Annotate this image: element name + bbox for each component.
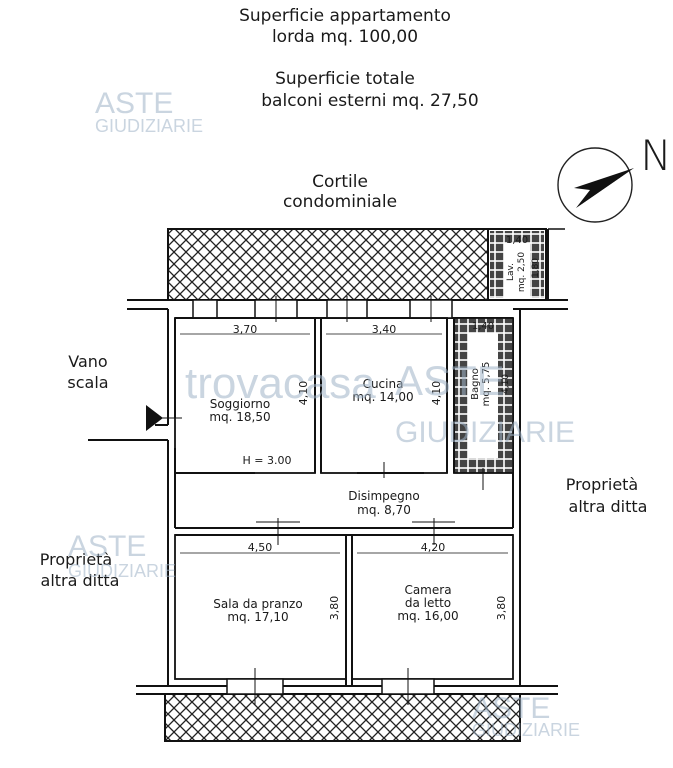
watermarks: ASTE GIUDIZIARIE ASTE GIUDIZIARIE trovac… <box>68 87 580 740</box>
room-bagno: 1,40 Bagno mq. 5,75 4,10 <box>453 317 514 490</box>
room-camera-da-letto: 4,20 3,80 Camera da letto mq. 16,00 <box>345 518 514 686</box>
sala-height: 3,80 <box>328 596 341 621</box>
compass-ring <box>557 147 633 223</box>
camera-height: 3,80 <box>495 596 508 621</box>
room-cucina: 3,40 4,10 Cucina mq. 14,00 <box>314 317 448 478</box>
courtyard-label-2: condominiale <box>283 192 397 212</box>
cucina-area: mq. 14,00 <box>352 390 413 404</box>
property-left-label-1: Proprietà <box>40 550 112 569</box>
laundry-width: 1,40 <box>506 235 528 246</box>
laundry-area: mq. 2,50 <box>517 252 527 293</box>
soggiorno-width: 3,70 <box>233 323 258 336</box>
camera-name-1: Camera <box>404 583 451 597</box>
camera-name-2: da letto <box>405 596 451 610</box>
property-right-label-1: Proprietà <box>566 475 638 494</box>
laundry-room: Lav. mq. 2,50 1,40 1,80 <box>487 228 547 301</box>
disimpegno-name: Disimpegno <box>348 489 419 503</box>
laundry-height: 1,80 <box>531 258 541 278</box>
bagno-height: 4,10 <box>501 374 511 394</box>
north-compass: N <box>557 131 672 223</box>
top-balcony <box>167 228 489 301</box>
stair-label-2: scala <box>67 373 108 392</box>
stair-label-1: Vano <box>68 352 107 371</box>
room-sala-da-pranzo: 4,50 3,80 Sala da pranzo mq. 17,10 <box>174 518 347 680</box>
bagno-area: mq. 5,75 <box>481 362 492 407</box>
property-left-label-2: altra ditta <box>41 571 120 590</box>
camera-area: mq. 16,00 <box>397 609 458 623</box>
soggiorno-area: mq. 18,50 <box>209 410 270 424</box>
watermark-giudiziarie-1: GIUDIZIARIE <box>95 116 203 136</box>
laundry-name: Lav. <box>506 263 516 281</box>
soggiorno-height: 4,10 <box>297 381 310 406</box>
watermark-aste-1: ASTE <box>95 87 173 120</box>
header: Superficie appartamento lorda mq. 100,00… <box>239 6 479 111</box>
watermark-aste-4: ASTE <box>472 692 550 725</box>
cucina-height: 4,10 <box>430 381 443 406</box>
watermark-giudiziarie-2: GIUDIZIARIE <box>395 416 575 449</box>
watermark-aste-2: ASTE <box>395 357 505 404</box>
camera-width: 4,20 <box>421 541 446 554</box>
watermark-giudiziarie-4: GIUDIZIARIE <box>472 720 580 740</box>
watermark-giudiziarie-3: GIUDIZIARIE <box>68 561 176 581</box>
north-letter: N <box>640 131 671 180</box>
watermark-aste-3: ASTE <box>68 530 146 563</box>
bagno-name: Bagno <box>470 368 481 400</box>
sala-width: 4,50 <box>248 541 273 554</box>
bagno-width: 1,40 <box>472 321 494 332</box>
cucina-name: Cucina <box>363 377 404 391</box>
soggiorno-name: Soggiorno <box>210 397 271 411</box>
soggiorno-ceiling: H = 3.00 <box>243 454 292 467</box>
bottom-balcony <box>164 693 521 742</box>
top-windows <box>192 299 453 319</box>
surface-value: lorda mq. 100,00 <box>272 27 418 47</box>
property-right-label-2: altra ditta <box>569 497 648 516</box>
room-disimpegno: Disimpegno mq. 8,70 <box>348 489 419 517</box>
courtyard-label-1: Cortile <box>312 172 368 192</box>
surface-title: Superficie appartamento <box>239 6 451 26</box>
balcony-value: balconi esterni mq. 27,50 <box>261 91 478 111</box>
disimpegno-area: mq. 8,70 <box>357 503 411 517</box>
cucina-width: 3,40 <box>372 323 397 336</box>
watermark-trovacasa: trovacasa <box>185 359 376 408</box>
sala-name: Sala da pranzo <box>213 597 302 611</box>
balcony-title: Superficie totale <box>275 69 415 89</box>
sala-area: mq. 17,10 <box>227 610 288 624</box>
